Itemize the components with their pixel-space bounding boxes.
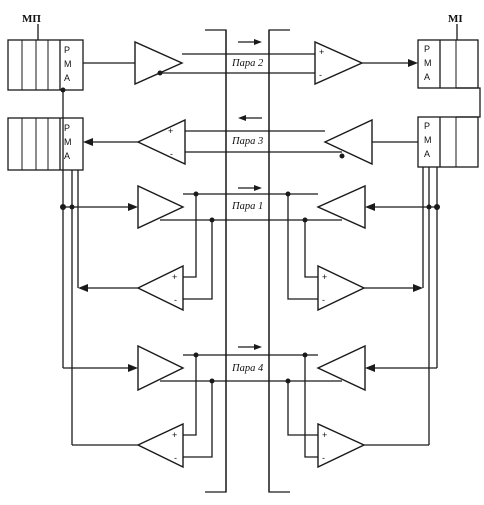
pair-1-right-driver-amp <box>316 184 366 230</box>
pair-3-label: Пара 3 <box>231 136 263 147</box>
minus-sign: - <box>174 295 177 305</box>
minus-sign: - <box>319 70 322 80</box>
minus-sign: - <box>322 453 325 463</box>
left-unit-label: МП <box>22 13 41 25</box>
pair-4-right-driver-amp <box>316 344 366 392</box>
cable-channel <box>205 29 290 493</box>
rma-letter-m: M <box>424 135 432 145</box>
pair-3-receiver-amp <box>136 118 186 166</box>
right-register-lower: P M A <box>417 116 479 168</box>
rma-letter-a: A <box>424 72 430 82</box>
rma-letter-m: M <box>64 59 72 69</box>
plus-sign: + <box>319 47 324 57</box>
plus-sign: + <box>172 272 177 282</box>
pair-1-left-receiver-amp <box>136 264 184 312</box>
pair-2-receiver-amp <box>314 40 364 86</box>
cable-channel-overlay <box>225 30 270 492</box>
pair-4-left-driver-amp <box>137 344 185 392</box>
pair-1: Пара 1 + - + - <box>63 184 437 312</box>
plus-sign: + <box>172 430 177 440</box>
left-register-upper: P M A <box>7 39 84 91</box>
plus-sign: + <box>322 430 327 440</box>
minus-sign: - <box>322 295 325 305</box>
pair-1-left-driver-amp <box>137 184 185 230</box>
rma-letter-a: A <box>424 149 430 159</box>
rma-letter-m: M <box>64 137 72 147</box>
minus-sign: - <box>170 149 173 159</box>
rma-letter-m: M <box>424 58 432 68</box>
pair-4-right-receiver-amp <box>317 422 366 469</box>
right-register-upper: P M A <box>417 39 479 89</box>
rma-letter-p: P <box>424 121 430 131</box>
rma-letter-a: A <box>64 73 70 83</box>
rma-letter-p: P <box>424 44 430 54</box>
pair-2: + - Пара 2 <box>83 39 418 86</box>
pair-1-right-receiver-amp <box>317 264 366 312</box>
rma-letter-p: P <box>64 45 70 55</box>
rma-letter-a: A <box>64 151 70 161</box>
pair-2-driver-amp <box>134 40 184 86</box>
pair-4: Пара 4 + - + - <box>63 344 437 469</box>
rma-letter-p: P <box>64 123 70 133</box>
pair-4-label: Пара 4 <box>231 363 264 374</box>
plus-sign: + <box>168 126 173 136</box>
minus-sign: - <box>174 453 177 463</box>
left-unit: МП P M A P M A <box>7 13 84 445</box>
pair-2-label: Пара 2 <box>231 58 264 69</box>
right-unit-label: МІ <box>448 13 463 25</box>
pair-3-driver-amp <box>323 118 373 166</box>
pair-4-left-receiver-amp <box>136 422 184 469</box>
left-register-lower: P M A <box>7 117 84 171</box>
right-unit: МІ P M A P M A <box>417 13 481 445</box>
plus-sign: + <box>322 272 327 282</box>
pair-3: + - Пара 3 <box>83 115 418 166</box>
pair-1-label: Пара 1 <box>231 201 263 212</box>
